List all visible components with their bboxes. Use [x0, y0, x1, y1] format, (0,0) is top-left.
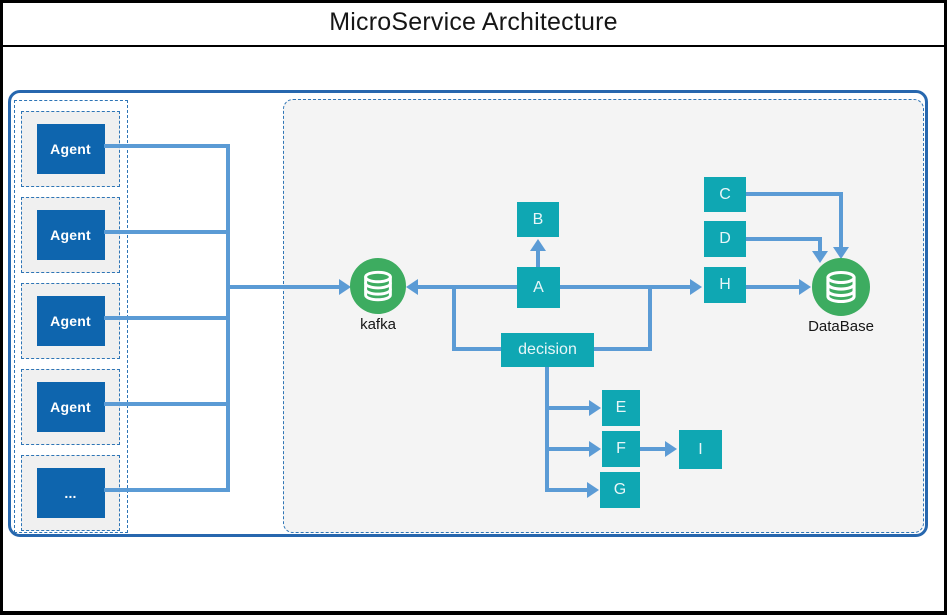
agent-cell: Agent — [21, 283, 120, 359]
service-node-f[interactable]: F — [602, 431, 640, 467]
edge-a-to-h — [560, 285, 690, 289]
arrowhead-c-to-database — [833, 247, 849, 259]
database-label: DataBase — [808, 318, 874, 335]
arrowhead-decision-to-e — [589, 400, 601, 416]
arrowhead-a-to-h — [690, 279, 702, 295]
edge-c-to-database-v — [839, 192, 843, 247]
service-node-i[interactable]: I — [679, 430, 722, 469]
arrowhead-decision-to-f — [589, 441, 601, 457]
edge-decision-right-v — [648, 287, 652, 351]
edge-decision-to-g — [545, 488, 587, 492]
service-node-b[interactable]: B — [517, 202, 559, 237]
edge-f-to-i — [640, 447, 665, 451]
arrowhead-f-to-i — [665, 441, 677, 457]
database-node[interactable] — [812, 258, 870, 316]
title-bar: MicroService Architecture — [0, 0, 947, 45]
agent-node[interactable]: ... — [36, 468, 105, 518]
service-node-d[interactable]: D — [704, 221, 746, 257]
agent-cell: ... — [21, 455, 120, 531]
edge-decision-left-v — [452, 287, 456, 351]
service-node-e[interactable]: E — [602, 390, 640, 426]
agent-node[interactable]: Agent — [36, 210, 105, 260]
edge-d-to-database-h — [746, 237, 822, 241]
page-title: MicroService Architecture — [329, 8, 618, 36]
agent-node[interactable]: Agent — [36, 382, 105, 432]
edge-agents-trunk — [226, 144, 230, 492]
kafka-node[interactable] — [350, 258, 406, 314]
arrowhead-decision-to-g — [587, 482, 599, 498]
edge-agent-5 — [104, 488, 228, 492]
service-node-h[interactable]: H — [704, 267, 746, 303]
arrowhead-d-to-database — [812, 251, 828, 263]
service-node-decision[interactable]: decision — [501, 333, 594, 367]
edge-d-to-database-v — [818, 237, 822, 251]
service-node-a[interactable]: A — [517, 267, 560, 308]
agent-node[interactable]: Agent — [36, 296, 105, 346]
edge-agent-2 — [104, 230, 228, 234]
agent-node[interactable]: Agent — [36, 124, 105, 174]
service-node-c[interactable]: C — [704, 177, 746, 212]
edge-a-to-b — [536, 250, 540, 267]
title-separator — [0, 45, 947, 47]
edge-decision-down — [545, 367, 549, 492]
service-node-g[interactable]: G — [600, 472, 640, 508]
kafka-label: kafka — [360, 316, 396, 333]
edge-c-to-database-h — [746, 192, 843, 196]
edge-decision-to-f — [545, 447, 589, 451]
edge-agent-3 — [104, 316, 228, 320]
agent-cell: Agent — [21, 197, 120, 273]
arrowhead-h-to-database — [799, 279, 811, 295]
edge-decision-right-h — [594, 347, 652, 351]
edge-decision-to-e — [545, 406, 589, 410]
edge-decision-left-h — [452, 347, 501, 351]
agent-cell: Agent — [21, 369, 120, 445]
edge-h-to-database — [746, 285, 799, 289]
arrowhead-a-to-b — [530, 239, 546, 251]
database-icon — [364, 270, 392, 302]
database-icon — [826, 270, 856, 304]
arrowhead-agents-to-kafka — [339, 279, 351, 295]
edge-agents-to-kafka — [228, 285, 339, 289]
agent-cell: Agent — [21, 111, 120, 187]
edge-agent-1 — [104, 144, 228, 148]
edge-a-to-kafka — [417, 285, 517, 289]
edge-agent-4 — [104, 402, 228, 406]
arrowhead-a-to-kafka — [406, 279, 418, 295]
